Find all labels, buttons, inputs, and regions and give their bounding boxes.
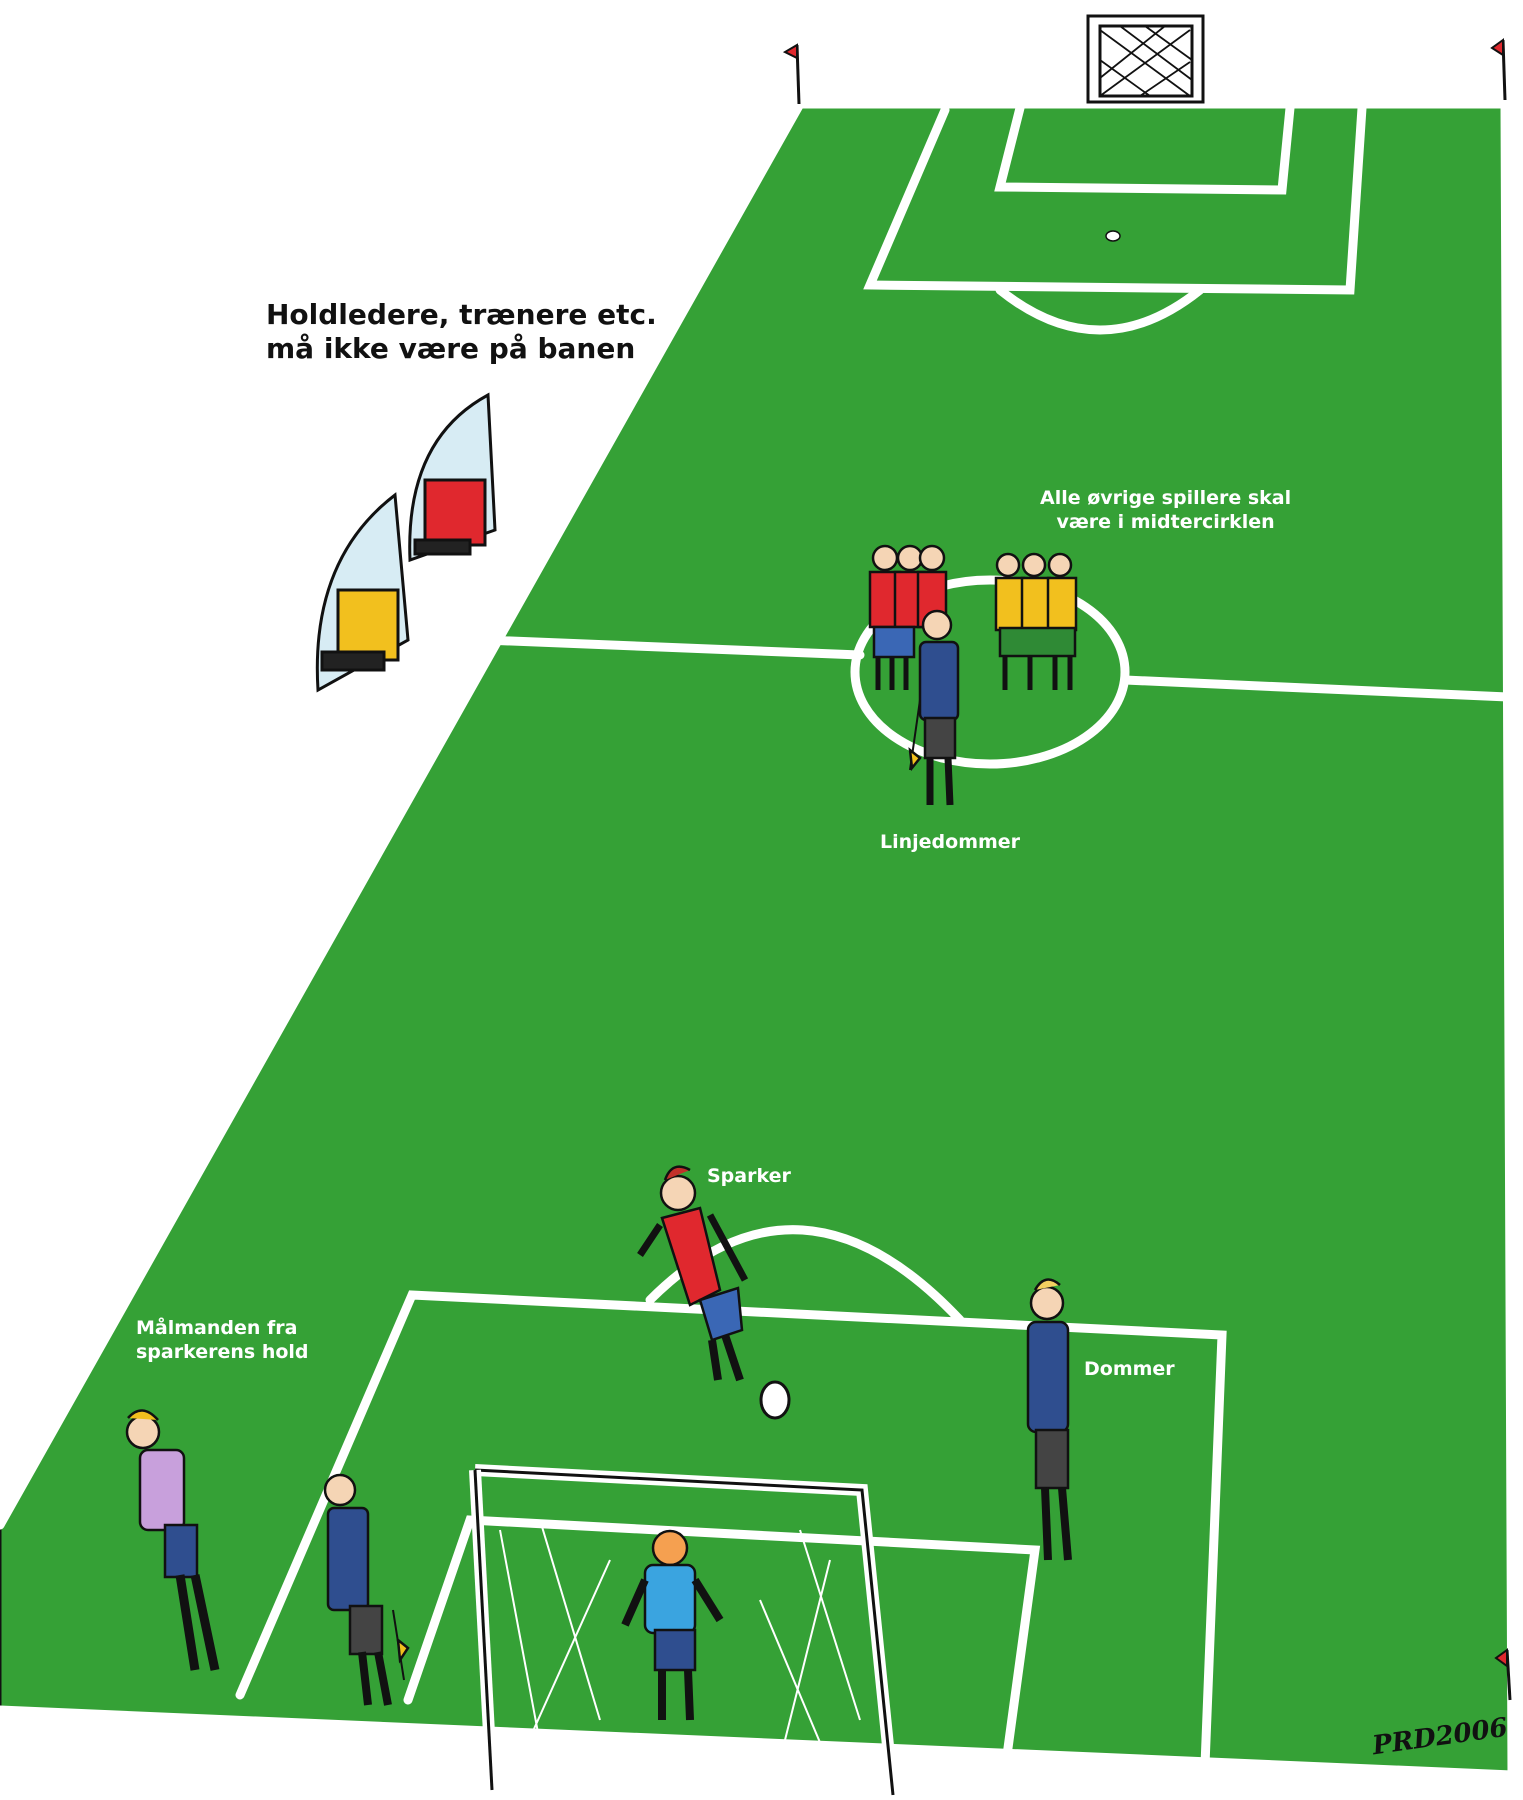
corner-flag-icon: [785, 45, 799, 104]
pitch: [0, 104, 1512, 1775]
referee-label: Dommer: [1084, 1357, 1175, 1381]
others-note: Alle øvrige spillere skal være i midterc…: [1040, 486, 1291, 534]
coaches-note: Holdledere, trænere etc. må ikke være på…: [266, 298, 657, 366]
goal-icon: [1088, 16, 1203, 102]
bench-icon: [317, 495, 408, 690]
corner-flag-icon: [1492, 40, 1505, 100]
kicker-label: Sparker: [707, 1164, 791, 1188]
ball-icon: [761, 1382, 789, 1418]
keeper-label: Målmanden fra sparkerens hold: [136, 1316, 309, 1364]
bench-icon: [410, 395, 495, 560]
penalty-spot-top: [1106, 231, 1120, 241]
linesman-label: Linjedommer: [880, 830, 1020, 854]
